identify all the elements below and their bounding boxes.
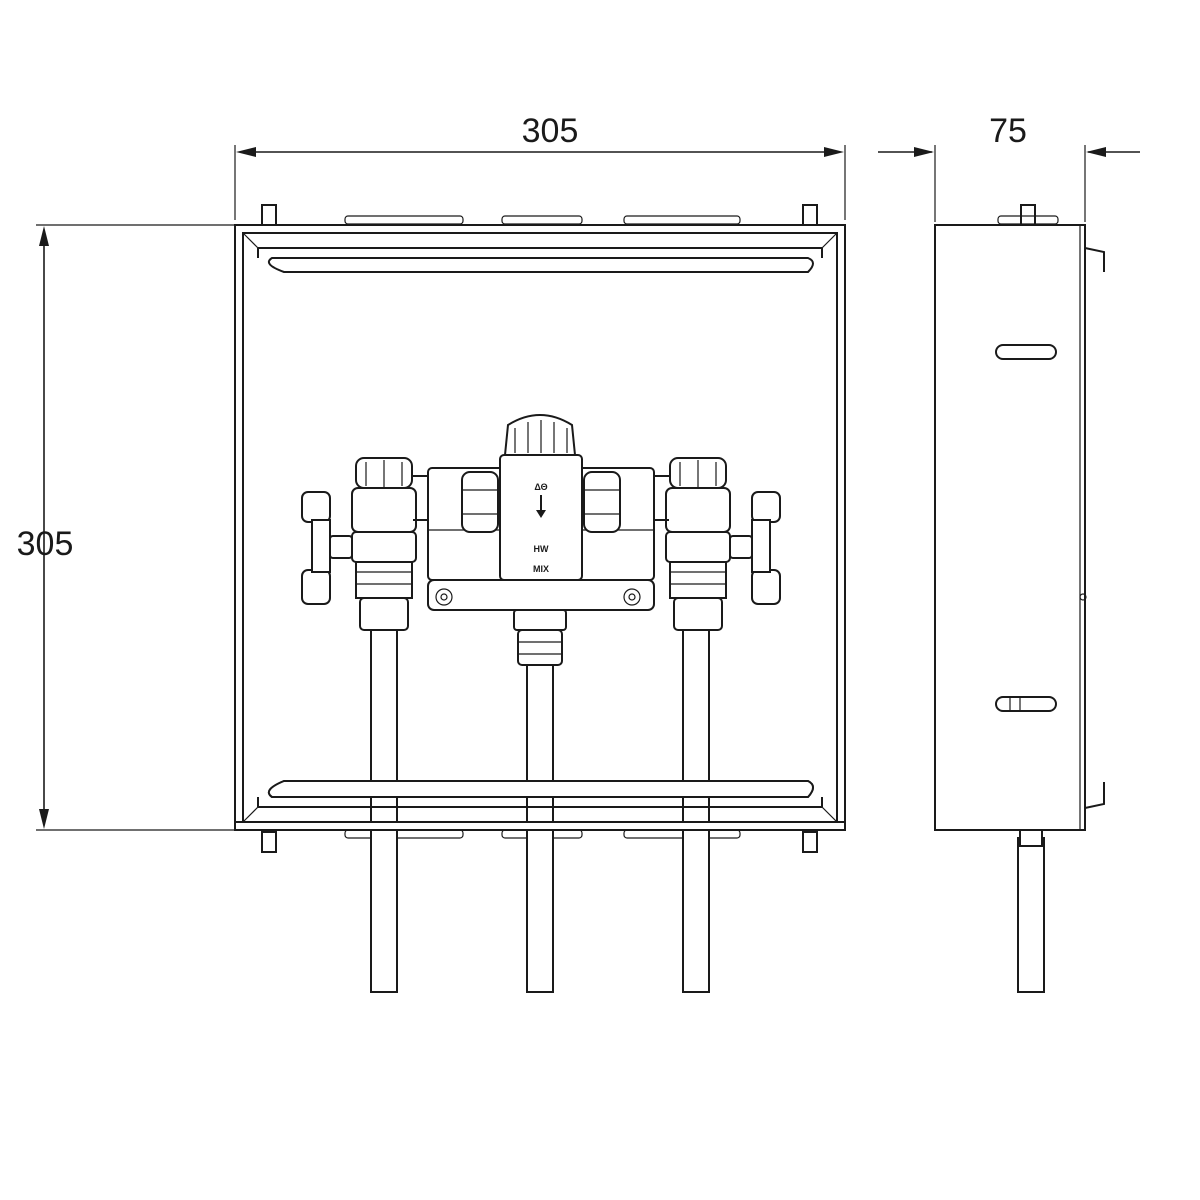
pipes	[234, 629, 846, 993]
height-label: 305	[17, 525, 74, 563]
right-isolation-valve	[654, 457, 781, 631]
valve-label-top: ΔΘ	[534, 482, 547, 492]
depth-dimension: 75	[878, 112, 1140, 222]
depth-label: 75	[989, 112, 1027, 150]
mixing-valve-assembly: ΔΘ HW MIX	[427, 414, 655, 666]
valve-label-mid: HW	[534, 544, 549, 554]
height-dimension: 305	[17, 224, 235, 831]
width-label: 305	[522, 112, 579, 150]
valve-label-bottom: MIX	[533, 564, 549, 574]
side-view	[934, 204, 1105, 993]
width-dimension: 305	[234, 112, 846, 220]
left-isolation-valve	[301, 457, 428, 631]
